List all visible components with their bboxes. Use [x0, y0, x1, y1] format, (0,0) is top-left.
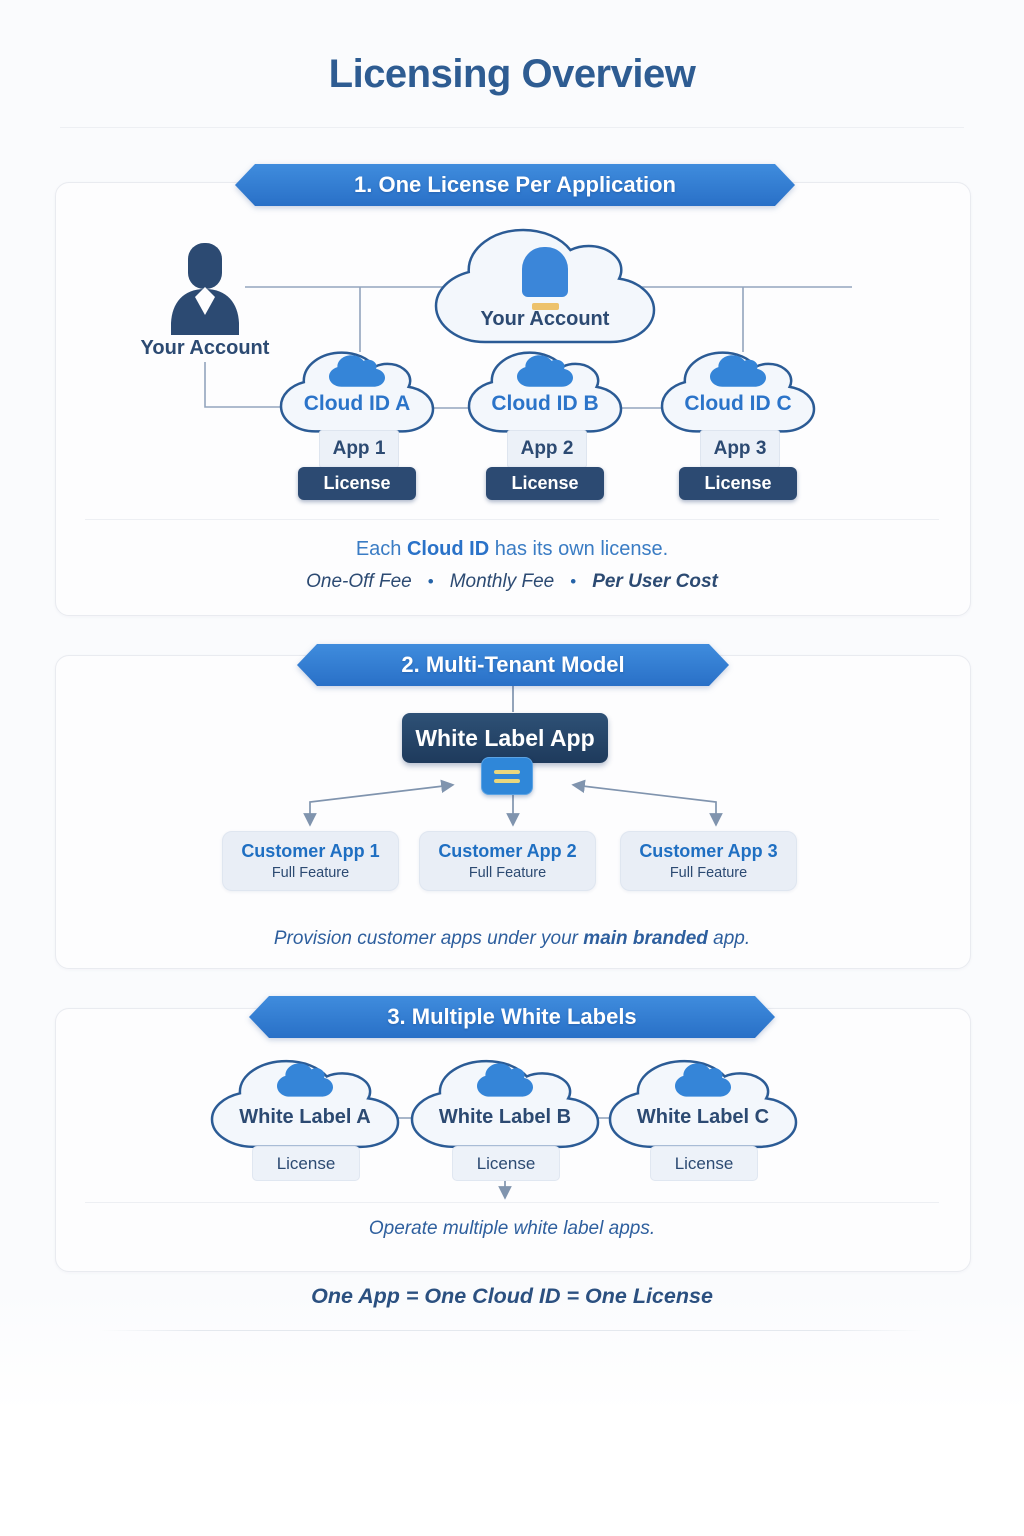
caption-prefix: Provision customer apps under your [273, 928, 584, 949]
license-badge-c: License [679, 467, 797, 500]
white-label-b-name: White Label B [438, 1106, 572, 1128]
account-avatar-bar [532, 303, 559, 310]
white-label-c-name: White Label C [636, 1106, 770, 1128]
badge-bar-icon [494, 778, 520, 783]
section1-banner-ribbon: 1. One License Per Application [235, 164, 795, 206]
license-badge-a: License [298, 467, 416, 500]
cloud-b-glyph-icon [517, 355, 573, 387]
section1-banner: 1. One License Per Application [235, 164, 795, 206]
person-account-label: Your Account [140, 337, 270, 359]
customer-app-1-feature: Full Feature [271, 865, 350, 881]
white-label-app-box: White Label App [402, 713, 608, 763]
badge-bar-icon [494, 769, 520, 774]
fee-one-off: One-Off Fee [306, 571, 412, 592]
customer-app-3-name: Customer App 3 [639, 841, 778, 861]
account-avatar-icon [522, 247, 568, 297]
cloud-c-name: Cloud ID C [684, 392, 792, 415]
caption-bold: Cloud ID [406, 538, 490, 560]
person-icon [171, 243, 239, 335]
section2-banner: 2. Multi-Tenant Model [297, 644, 729, 686]
white-label-c-license-label: License [674, 1153, 734, 1173]
footer-summary: One App = One Cloud ID = One License [311, 1284, 713, 1308]
title-divider [60, 127, 964, 128]
fee-per-user: Per User Cost [592, 571, 718, 592]
cloud-a-glyph-icon [329, 355, 385, 387]
app-3-label: App 3 [713, 438, 767, 459]
caption-suffix: app. [707, 928, 751, 949]
section1-divider [85, 519, 939, 520]
fee-monthly: Monthly Fee [449, 571, 555, 592]
cloud-b-name: Cloud ID B [491, 392, 599, 415]
customer-app-3-card: Customer App 3 Full Feature [620, 831, 797, 891]
section3-divider [85, 1202, 939, 1203]
white-label-b-license-tab: License [452, 1146, 560, 1181]
cloud-a-name: Cloud ID A [303, 392, 411, 415]
section1-caption: Each Cloud ID has its own license. [55, 538, 969, 561]
app-2-tab: App 2 [507, 430, 587, 468]
section2-banner-label: 2. Multi-Tenant Model [401, 652, 625, 677]
customer-app-1-name: Customer App 1 [241, 841, 380, 861]
white-label-b-license-label: License [476, 1153, 536, 1173]
white-label-a-license-tab: License [252, 1146, 360, 1181]
section1-banner-label: 1. One License Per Application [354, 172, 676, 197]
license-b-label: License [511, 473, 579, 493]
caption-suffix: has its own license. [489, 538, 669, 560]
customer-app-2-card: Customer App 2 Full Feature [419, 831, 596, 891]
equals-badge-icon [481, 757, 533, 795]
white-label-app-label: White Label App [415, 724, 595, 751]
customer-app-2-name: Customer App 2 [438, 841, 577, 861]
bullet-icon: • [427, 572, 434, 591]
customer-app-2-feature: Full Feature [468, 865, 547, 881]
customer-app-1-card: Customer App 1 Full Feature [222, 831, 399, 891]
section3-banner-ribbon: 3. Multiple White Labels [249, 996, 775, 1038]
account-cloud-label: Your Account [480, 308, 610, 330]
section3-caption: Operate multiple white label apps. [368, 1218, 656, 1239]
bullet-icon: • [570, 572, 577, 591]
license-a-label: License [323, 473, 391, 493]
caption-prefix: Each [355, 538, 407, 560]
white-label-a-license-label: License [276, 1153, 336, 1173]
license-c-label: License [704, 473, 772, 493]
caption-bold: main branded [583, 928, 708, 949]
page-title: Licensing Overview [328, 52, 696, 96]
white-label-b-glyph-icon [477, 1063, 533, 1097]
white-label-c-license-tab: License [650, 1146, 758, 1181]
app-1-tab: App 1 [319, 430, 399, 468]
app-2-label: App 2 [520, 438, 574, 459]
license-badge-b: License [486, 467, 604, 500]
cloud-c-glyph-icon [710, 355, 766, 387]
customer-app-3-feature: Full Feature [669, 865, 748, 881]
fees-row: One-Off Fee • Monthly Fee • Per User Cos… [55, 571, 969, 593]
section2-caption: Provision customer apps under your main … [55, 928, 969, 950]
footer-divider [100, 1330, 924, 1331]
section3-banner-label: 3. Multiple White Labels [387, 1004, 637, 1029]
white-label-a-name: White Label A [239, 1106, 371, 1128]
app-1-label: App 1 [332, 438, 386, 459]
white-label-a-glyph-icon [277, 1063, 333, 1097]
white-label-c-glyph-icon [675, 1063, 731, 1097]
section3-banner: 3. Multiple White Labels [249, 996, 775, 1038]
app-3-tab: App 3 [700, 430, 780, 468]
section2-banner-ribbon: 2. Multi-Tenant Model [297, 644, 729, 686]
